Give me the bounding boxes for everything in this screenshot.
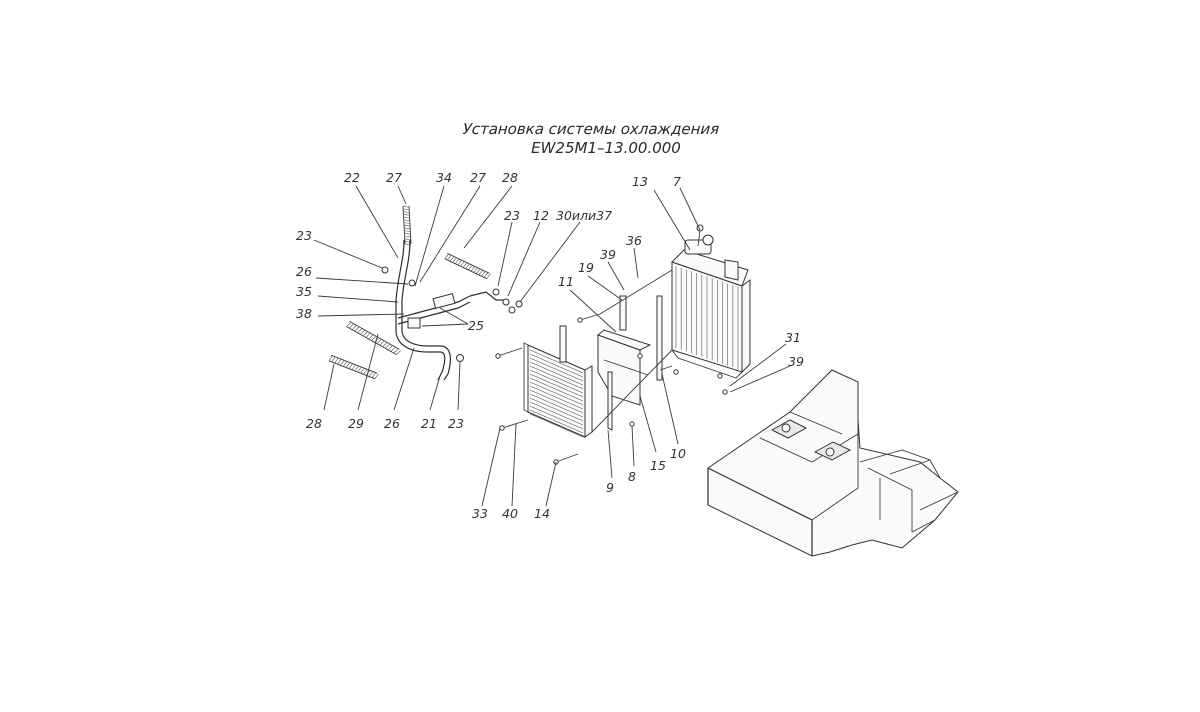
callout-19: 19 [578, 260, 594, 275]
callout-14: 14 [534, 506, 550, 521]
hoses [328, 205, 491, 380]
callout-34: 34 [436, 170, 452, 185]
callout-28: 28 [306, 416, 322, 431]
callout-27: 27 [470, 170, 486, 185]
parts-artwork [328, 205, 959, 557]
callout-labels: 22 27 34 27 28 23 26 35 38 25 23 12 30ил… [296, 170, 804, 521]
callout-27: 27 [386, 170, 402, 185]
radiator-fins [675, 266, 739, 369]
tractor-frame [707, 369, 959, 557]
callout-23: 23 [296, 228, 312, 243]
callout-31: 31 [785, 330, 801, 345]
cooler-fins [529, 349, 584, 438]
callout-36: 36 [626, 233, 642, 248]
callout-26: 26 [384, 416, 400, 431]
callout-13: 13 [632, 174, 648, 189]
callout-15: 15 [650, 458, 666, 473]
callout-7: 7 [673, 174, 681, 189]
diagram-title: Установка системы охлаждения [462, 120, 720, 138]
cooler-core [523, 342, 593, 438]
shroud-panels [559, 295, 663, 431]
callout-12: 12 [533, 208, 549, 223]
callout-35: 35 [296, 284, 312, 299]
callout-38: 38 [296, 306, 312, 321]
callout-29: 29 [348, 416, 364, 431]
callout-25: 25 [468, 318, 484, 333]
callout-23: 23 [504, 208, 520, 223]
fasteners [495, 269, 728, 465]
callout-28: 28 [502, 170, 518, 185]
callout-21: 21 [421, 416, 437, 431]
callout-33: 33 [472, 506, 488, 521]
callout-10: 10 [670, 446, 686, 461]
callout-30-or-37: 30или37 [556, 208, 612, 223]
pipes [381, 239, 523, 381]
radiator [671, 224, 751, 379]
callout-40: 40 [502, 506, 518, 521]
callout-39: 39 [788, 354, 804, 369]
callout-39: 39 [600, 247, 616, 262]
callout-22: 22 [344, 170, 360, 185]
callout-26: 26 [296, 264, 312, 279]
callout-9: 9 [606, 480, 614, 495]
callout-8: 8 [628, 469, 636, 484]
diagram-subtitle: EW25M1–13.00.000 [531, 139, 681, 157]
callout-11: 11 [558, 274, 574, 289]
leader-lines [313, 185, 791, 507]
callout-23: 23 [448, 416, 464, 431]
